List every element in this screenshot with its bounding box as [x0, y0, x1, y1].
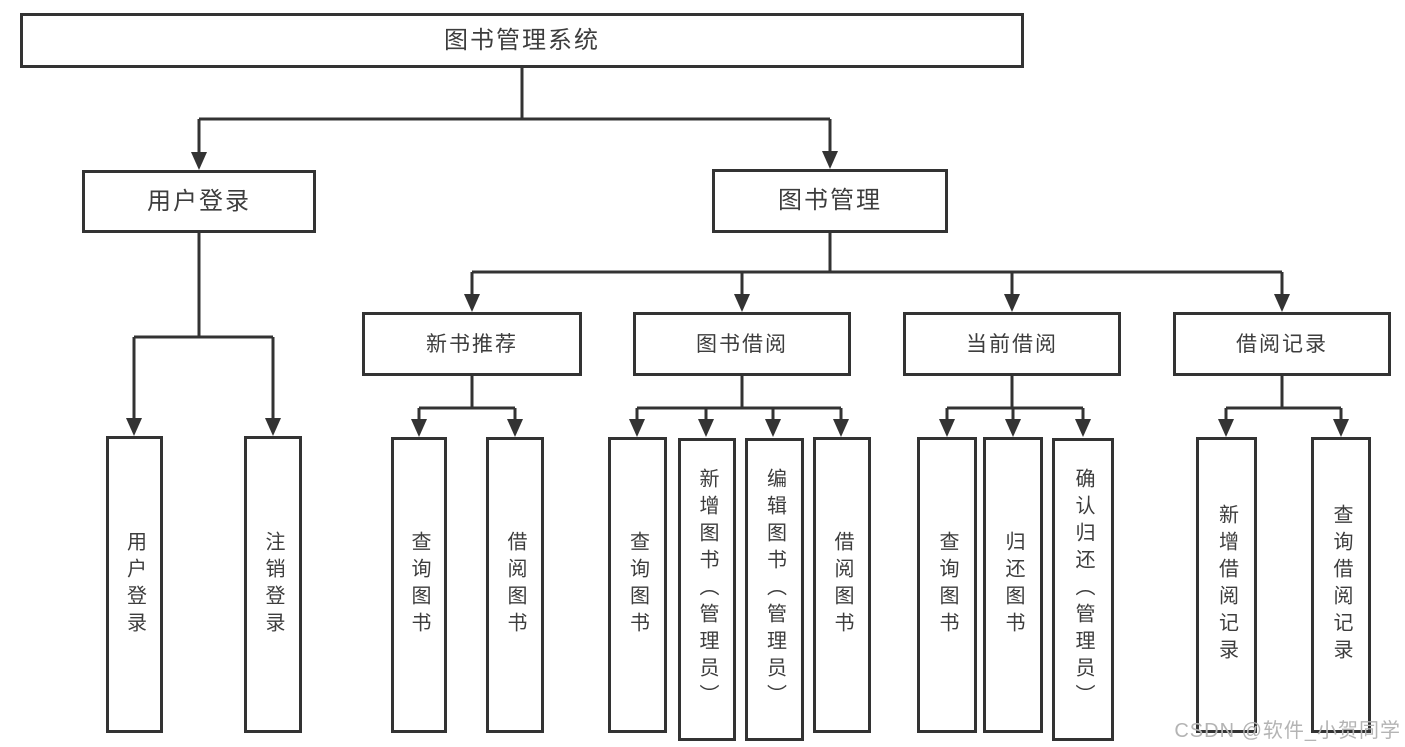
node-root-label: 图书管理系统 — [444, 26, 600, 54]
node-current-borrow: 当前借阅 — [903, 312, 1121, 376]
node-root: 图书管理系统 — [20, 13, 1024, 68]
leaf-add-book-admin-label: 新增图书（管理员） — [696, 468, 718, 711]
leaf-current-query-books: 查询图书 — [917, 437, 977, 733]
leaf-confirm-return-admin-label: 确认归还（管理员） — [1072, 468, 1094, 711]
node-book-borrow-label: 图书借阅 — [696, 332, 788, 356]
leaf-user-login-label: 用户登录 — [123, 530, 146, 639]
leaf-user-login: 用户登录 — [106, 436, 163, 733]
node-book-management-label: 图书管理 — [778, 187, 882, 214]
node-book-management: 图书管理 — [712, 169, 948, 233]
leaf-edit-book-admin-label: 编辑图书（管理员） — [763, 468, 786, 711]
node-new-book-recommend: 新书推荐 — [362, 312, 582, 376]
leaf-logout-label: 注销登录 — [262, 530, 284, 639]
node-new-book-recommend-label: 新书推荐 — [426, 332, 518, 356]
leaf-return-book-label: 归还图书 — [1002, 531, 1024, 639]
leaf-confirm-return-admin: 确认归还（管理员） — [1052, 438, 1114, 741]
node-book-borrow: 图书借阅 — [633, 312, 851, 376]
node-user-login-label: 用户登录 — [147, 187, 251, 215]
leaf-return-book: 归还图书 — [983, 437, 1043, 733]
leaf-recommend-borrow-books: 借阅图书 — [486, 437, 544, 733]
leaf-borrow-query-books: 查询图书 — [608, 437, 667, 733]
leaf-edit-book-admin: 编辑图书（管理员） — [745, 438, 804, 741]
leaf-borrow-book: 借阅图书 — [813, 437, 871, 733]
arrowheads — [126, 151, 1349, 437]
leaf-add-book-admin: 新增图书（管理员） — [678, 438, 736, 741]
leaf-query-borrow-record: 查询借阅记录 — [1311, 437, 1371, 733]
leaf-recommend-query-books: 查询图书 — [391, 437, 447, 733]
leaf-recommend-query-books-label: 查询图书 — [408, 531, 430, 639]
leaf-logout: 注销登录 — [244, 436, 302, 733]
leaf-borrow-book-label: 借阅图书 — [831, 531, 853, 639]
leaf-query-borrow-record-label: 查询借阅记录 — [1330, 504, 1352, 666]
csdn-watermark: CSDN @软件_小贺同学 — [1174, 720, 1401, 742]
node-borrow-records-label: 借阅记录 — [1236, 332, 1328, 356]
node-user-login: 用户登录 — [82, 170, 316, 233]
leaf-add-borrow-record-label: 新增借阅记录 — [1215, 504, 1238, 666]
node-current-borrow-label: 当前借阅 — [966, 332, 1058, 356]
leaf-current-query-books-label: 查询图书 — [936, 531, 958, 639]
leaf-add-borrow-record: 新增借阅记录 — [1196, 437, 1257, 733]
leaf-recommend-borrow-books-label: 借阅图书 — [504, 531, 526, 639]
leaf-borrow-query-books-label: 查询图书 — [626, 531, 649, 639]
node-borrow-records: 借阅记录 — [1173, 312, 1391, 376]
